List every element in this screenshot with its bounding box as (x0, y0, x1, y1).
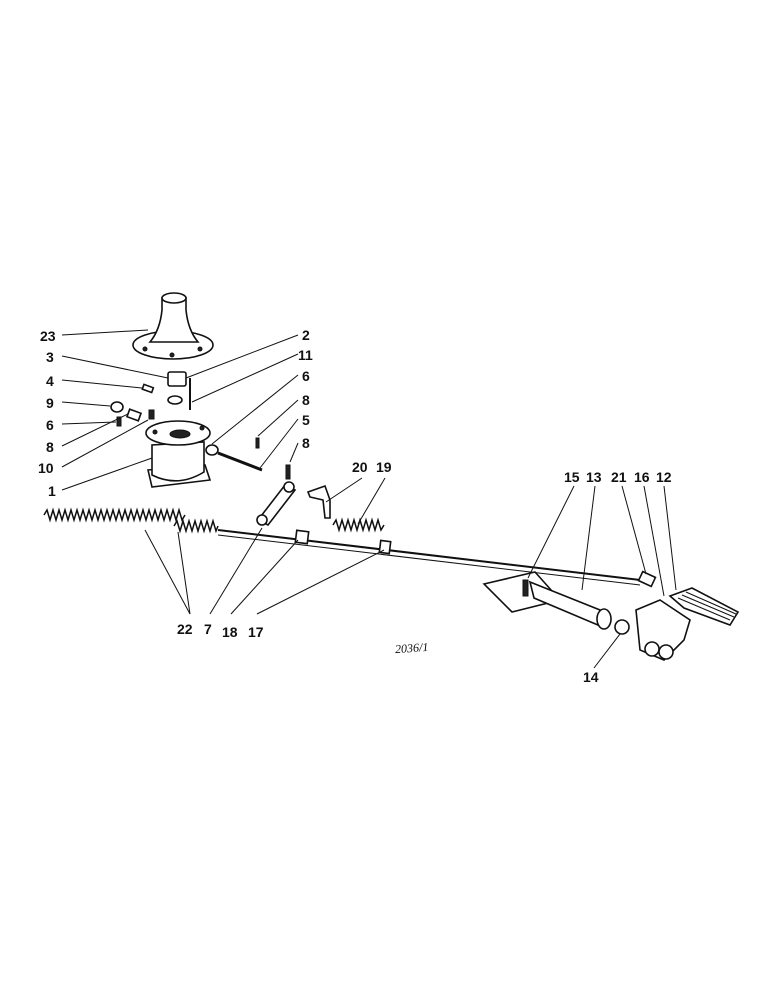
callout-4: 4 (46, 373, 54, 389)
callout-11: 11 (298, 347, 313, 363)
callout-21: 21 (611, 469, 627, 485)
part-spring-long (43, 507, 219, 534)
callout-3: 3 (46, 349, 54, 365)
callout-6: 6 (46, 417, 54, 433)
callout-9: 9 (46, 395, 54, 411)
part-gaiter (132, 292, 214, 360)
callout-13: 13 (586, 469, 602, 485)
part-housing (145, 420, 212, 488)
callout-20: 20 (352, 459, 368, 475)
part-spring-small (332, 517, 385, 533)
part-bracket (306, 484, 331, 519)
part-main-rod (217, 529, 641, 586)
callout-5: 5 (302, 412, 310, 428)
callout-14: 14 (583, 669, 599, 685)
callout-19: 19 (376, 459, 392, 475)
drawing-reference-number: 2036/1 (395, 640, 429, 656)
part-lever (256, 481, 297, 527)
callout-22: 22 (177, 621, 193, 637)
callout-17: 17 (248, 624, 264, 640)
callout-8b: 8 (302, 392, 310, 408)
callout-2: 2 (302, 327, 310, 343)
callout-10: 10 (38, 460, 54, 476)
callout-6b: 6 (302, 368, 310, 384)
callout-1: 1 (48, 483, 56, 499)
small-parts (110, 371, 291, 480)
callout-15: 15 (564, 469, 580, 485)
callout-labels: 23 3 4 9 6 8 10 1 2 11 6 8 5 8 20 19 15 … (38, 327, 672, 685)
callout-12: 12 (656, 469, 672, 485)
callout-8c: 8 (302, 435, 310, 451)
callout-23: 23 (40, 328, 56, 344)
callout-18: 18 (222, 624, 238, 640)
part-shaft (482, 571, 630, 635)
part-pedal (635, 570, 740, 661)
leader-lines (61, 329, 677, 669)
callout-8: 8 (46, 439, 54, 455)
callout-7: 7 (204, 621, 212, 637)
callout-16: 16 (634, 469, 650, 485)
